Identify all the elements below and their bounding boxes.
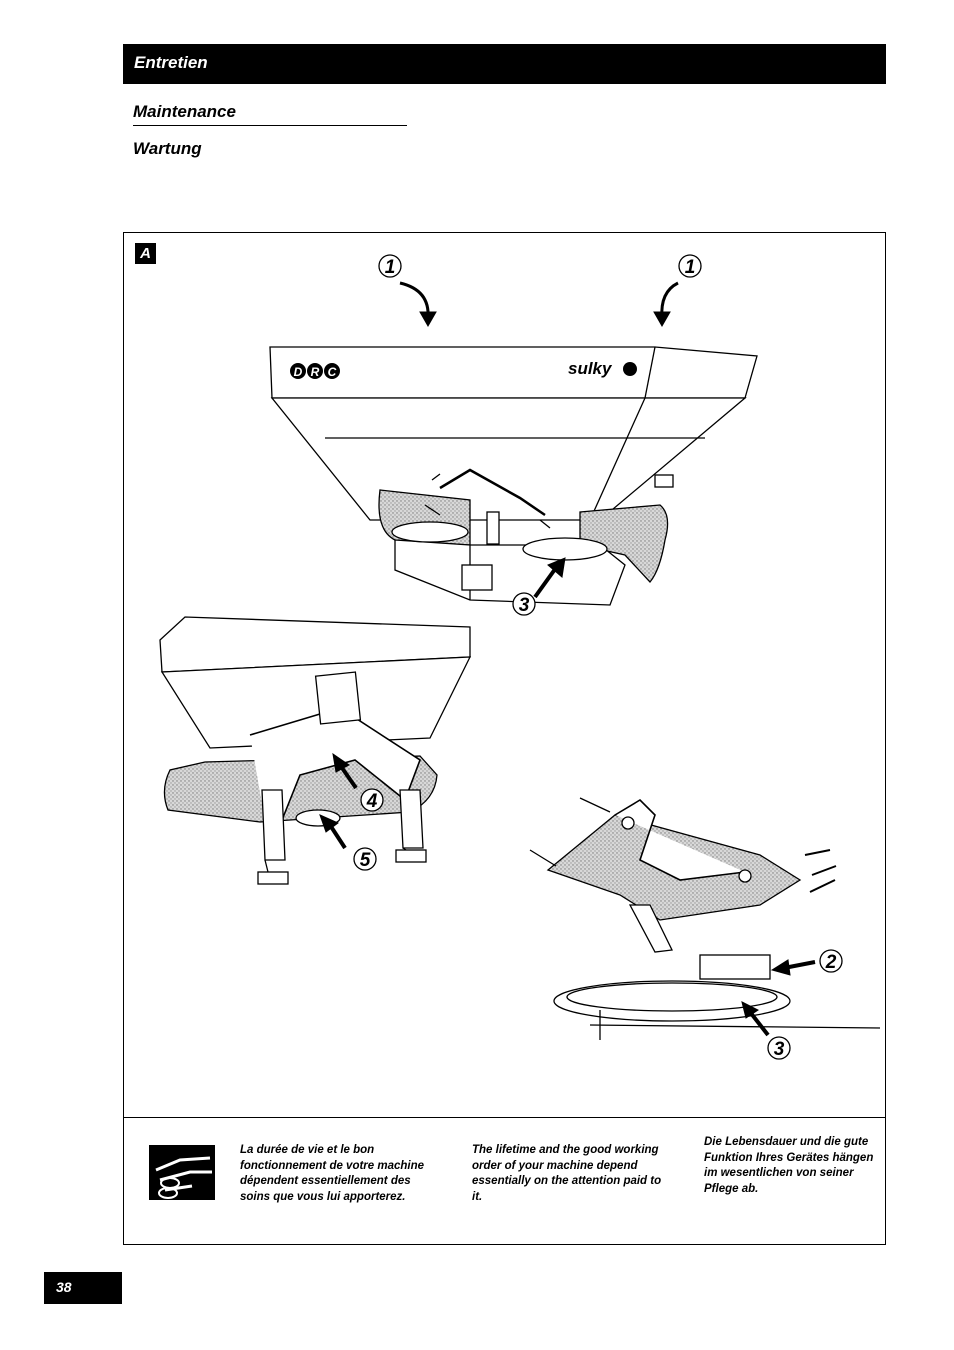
svg-text:sulky: sulky [568,359,613,378]
callout-4: 4 [360,788,384,812]
svg-text:C: C [328,365,337,379]
spreader-rear-view [159,616,472,885]
section-title: Entretien [134,53,208,72]
spreader-front-view [269,346,758,606]
callout-2: 2 [819,949,843,973]
notes-divider [123,1117,886,1118]
disc-detail-view [529,797,881,1040]
page-number: 38 [56,1279,72,1295]
note-french: La durée de vie et le bon fonctionnement… [240,1144,425,1203]
svg-text:D: D [294,365,303,379]
figure-frame [123,232,886,1245]
svg-text:4: 4 [366,791,378,812]
svg-text:R: R [311,365,320,379]
callout-arrows [319,281,816,1037]
callout-1-left: 1 [378,254,402,278]
svg-text:5: 5 [360,850,371,871]
note-english: The lifetime and the good working order … [472,1144,662,1203]
callout-3-top: 3 [512,592,536,616]
svg-text:1: 1 [685,257,696,278]
page-number-box: 38 [44,1272,122,1304]
svg-text:3: 3 [519,595,530,616]
sulky-logo: sulky [568,359,637,378]
svg-text:3: 3 [774,1039,785,1060]
drc-logo: D R C [290,363,340,379]
note-german: Die Lebensdauer und die gute Funktion Ih… [704,1136,874,1195]
callout-1-right: 1 [678,254,702,278]
svg-text:2: 2 [825,952,837,973]
subtitle-german: Wartung [133,139,202,158]
section-header-bar: Entretien [123,44,886,84]
callout-3-bottom: 3 [767,1036,791,1060]
subtitle-english: Maintenance [133,102,236,121]
figure-label: A [135,243,156,264]
callout-5: 5 [353,847,377,871]
maintenance-hand-icon [149,1145,215,1200]
subtitle-rule [133,125,407,126]
svg-text:1: 1 [385,257,396,278]
